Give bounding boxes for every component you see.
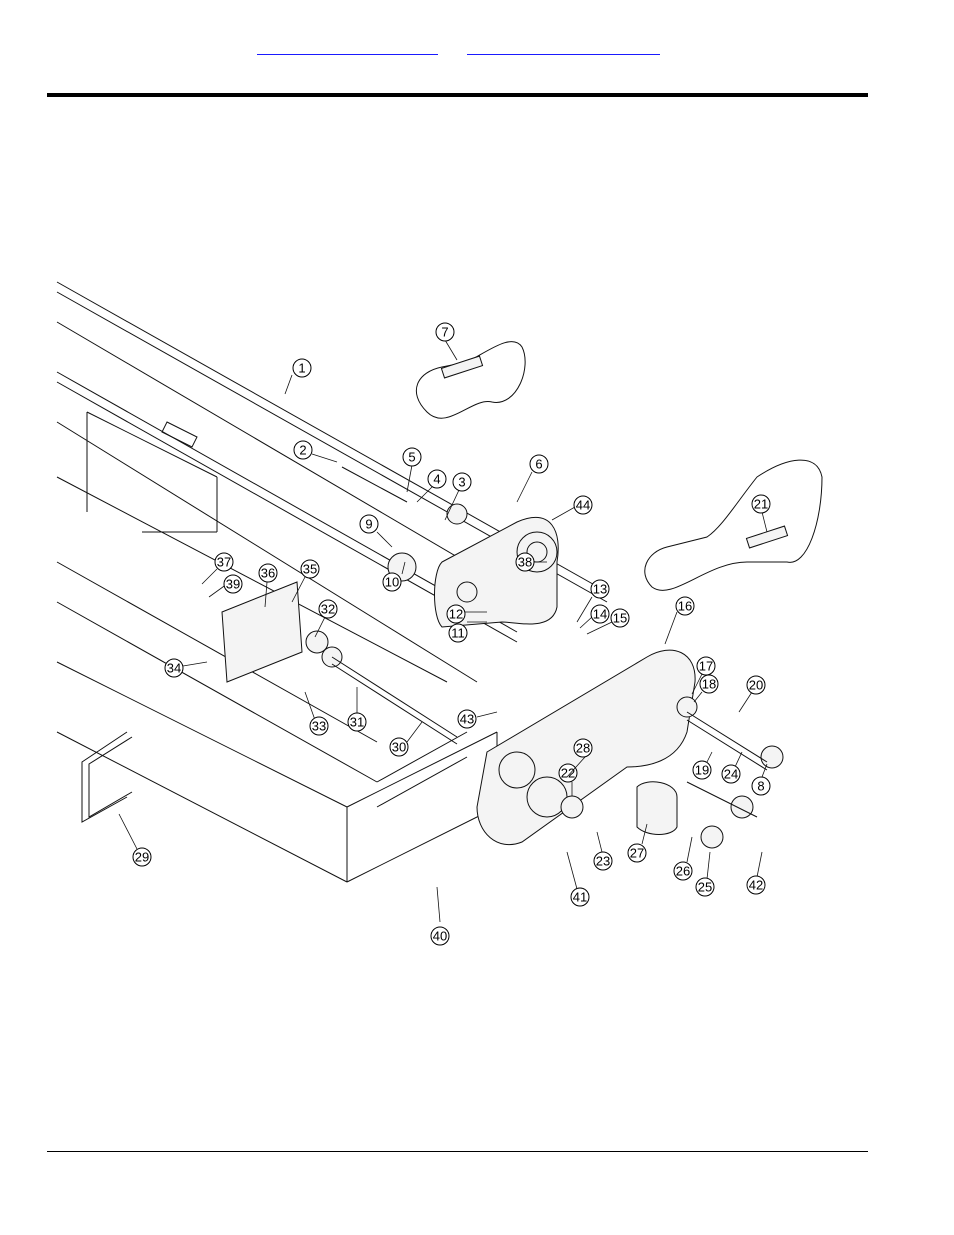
svg-text:20: 20 [749, 678, 763, 693]
svg-text:12: 12 [449, 607, 463, 622]
svg-text:32: 32 [321, 602, 335, 617]
callout-7: 7 [435, 322, 458, 361]
svg-text:8: 8 [757, 779, 764, 794]
svg-text:42: 42 [749, 878, 763, 893]
callout-19: 19 [692, 751, 713, 780]
svg-text:31: 31 [350, 715, 364, 730]
callout-37: 37 [201, 552, 234, 585]
svg-text:37: 37 [217, 555, 231, 570]
svg-text:30: 30 [392, 740, 406, 755]
svg-text:6: 6 [535, 457, 542, 472]
svg-text:18: 18 [702, 677, 716, 692]
svg-text:4: 4 [433, 472, 440, 487]
svg-text:27: 27 [630, 846, 644, 861]
callout-43: 43 [457, 709, 498, 729]
svg-text:25: 25 [698, 880, 712, 895]
callout-23: 23 [593, 831, 613, 871]
svg-text:28: 28 [576, 741, 590, 756]
callout-8: 8 [751, 763, 771, 796]
callout-22: 22 [558, 763, 578, 796]
callout-14: 14 [579, 604, 610, 629]
callout-17: 17 [691, 656, 716, 695]
callout-42: 42 [746, 851, 766, 895]
callout-44: 44 [551, 495, 593, 521]
svg-text:7: 7 [441, 325, 448, 340]
callout-41: 41 [566, 851, 590, 907]
callout-10: 10 [382, 561, 406, 592]
frame-drawing [56, 281, 608, 883]
callout-11: 11 [448, 621, 487, 643]
top-navigation-links [0, 38, 954, 58]
callout-31: 31 [347, 687, 367, 732]
callout-39: 39 [208, 574, 243, 598]
callout-6: 6 [516, 454, 549, 503]
svg-text:13: 13 [593, 582, 607, 597]
callout-20: 20 [738, 675, 766, 713]
callout-26: 26 [673, 836, 693, 881]
callout-28: 28 [566, 738, 593, 778]
callout-36: 36 [258, 563, 278, 608]
svg-text:44: 44 [576, 498, 590, 513]
callout-3: 3 [444, 472, 472, 521]
callout-29: 29 [118, 813, 152, 867]
svg-text:22: 22 [561, 766, 575, 781]
roller-chain-drawings [415, 341, 823, 591]
top-link-right[interactable] [467, 38, 660, 55]
svg-text:29: 29 [135, 850, 149, 865]
callout-21: 21 [751, 494, 771, 533]
svg-text:23: 23 [596, 854, 610, 869]
footer-rule [47, 1151, 868, 1152]
svg-text:9: 9 [365, 517, 372, 532]
callout-25: 25 [695, 851, 715, 897]
callout-1: 1 [284, 358, 312, 395]
svg-text:39: 39 [226, 577, 240, 592]
svg-text:10: 10 [385, 575, 399, 590]
svg-text:21: 21 [754, 497, 768, 512]
svg-text:36: 36 [261, 566, 275, 581]
svg-text:34: 34 [167, 661, 181, 676]
callout-32: 32 [314, 599, 338, 638]
svg-text:2: 2 [299, 443, 306, 458]
svg-text:33: 33 [312, 719, 326, 734]
svg-text:16: 16 [678, 599, 692, 614]
callout-38: 38 [515, 552, 547, 572]
top-link-left[interactable] [257, 38, 438, 55]
callout-12: 12 [446, 604, 487, 624]
callout-5a: 5 [402, 447, 422, 493]
svg-text:19: 19 [695, 763, 709, 778]
svg-text:41: 41 [573, 890, 587, 905]
svg-text:35: 35 [303, 562, 317, 577]
callout-15: 15 [586, 608, 630, 635]
callout-27: 27 [627, 823, 648, 863]
svg-text:24: 24 [724, 767, 738, 782]
svg-text:26: 26 [676, 864, 690, 879]
svg-text:11: 11 [451, 626, 465, 641]
parts-exploded-diagram: 1 2 3 4 5 6 7 8 9 10 11 12 13 14 15 16 1… [47, 262, 829, 952]
svg-text:3: 3 [458, 475, 465, 490]
callout-18: 18 [693, 674, 719, 703]
svg-text:38: 38 [518, 555, 532, 570]
svg-text:43: 43 [460, 712, 474, 727]
svg-text:14: 14 [593, 607, 607, 622]
svg-text:17: 17 [699, 659, 713, 674]
parts-diagram-svg: 1 2 3 4 5 6 7 8 9 10 11 12 13 14 15 16 1… [56, 281, 823, 946]
callout-30: 30 [389, 721, 423, 757]
callout-9a: 9 [359, 514, 393, 548]
callout-40: 40 [430, 886, 450, 946]
svg-text:40: 40 [433, 929, 447, 944]
svg-text:15: 15 [613, 611, 627, 626]
callout-34: 34 [164, 658, 208, 678]
svg-text:5: 5 [408, 450, 415, 465]
header-rule [47, 93, 868, 97]
callout-4: 4 [416, 469, 447, 503]
svg-text:1: 1 [298, 361, 305, 376]
callout-35: 35 [291, 559, 320, 603]
callout-24: 24 [721, 751, 743, 784]
callout-13: 13 [576, 579, 610, 623]
plate-drawings [221, 517, 696, 845]
callout-2: 2 [293, 440, 338, 463]
callout-33: 33 [304, 691, 329, 736]
shaft-drawings [331, 466, 768, 818]
callout-16: 16 [664, 596, 695, 645]
